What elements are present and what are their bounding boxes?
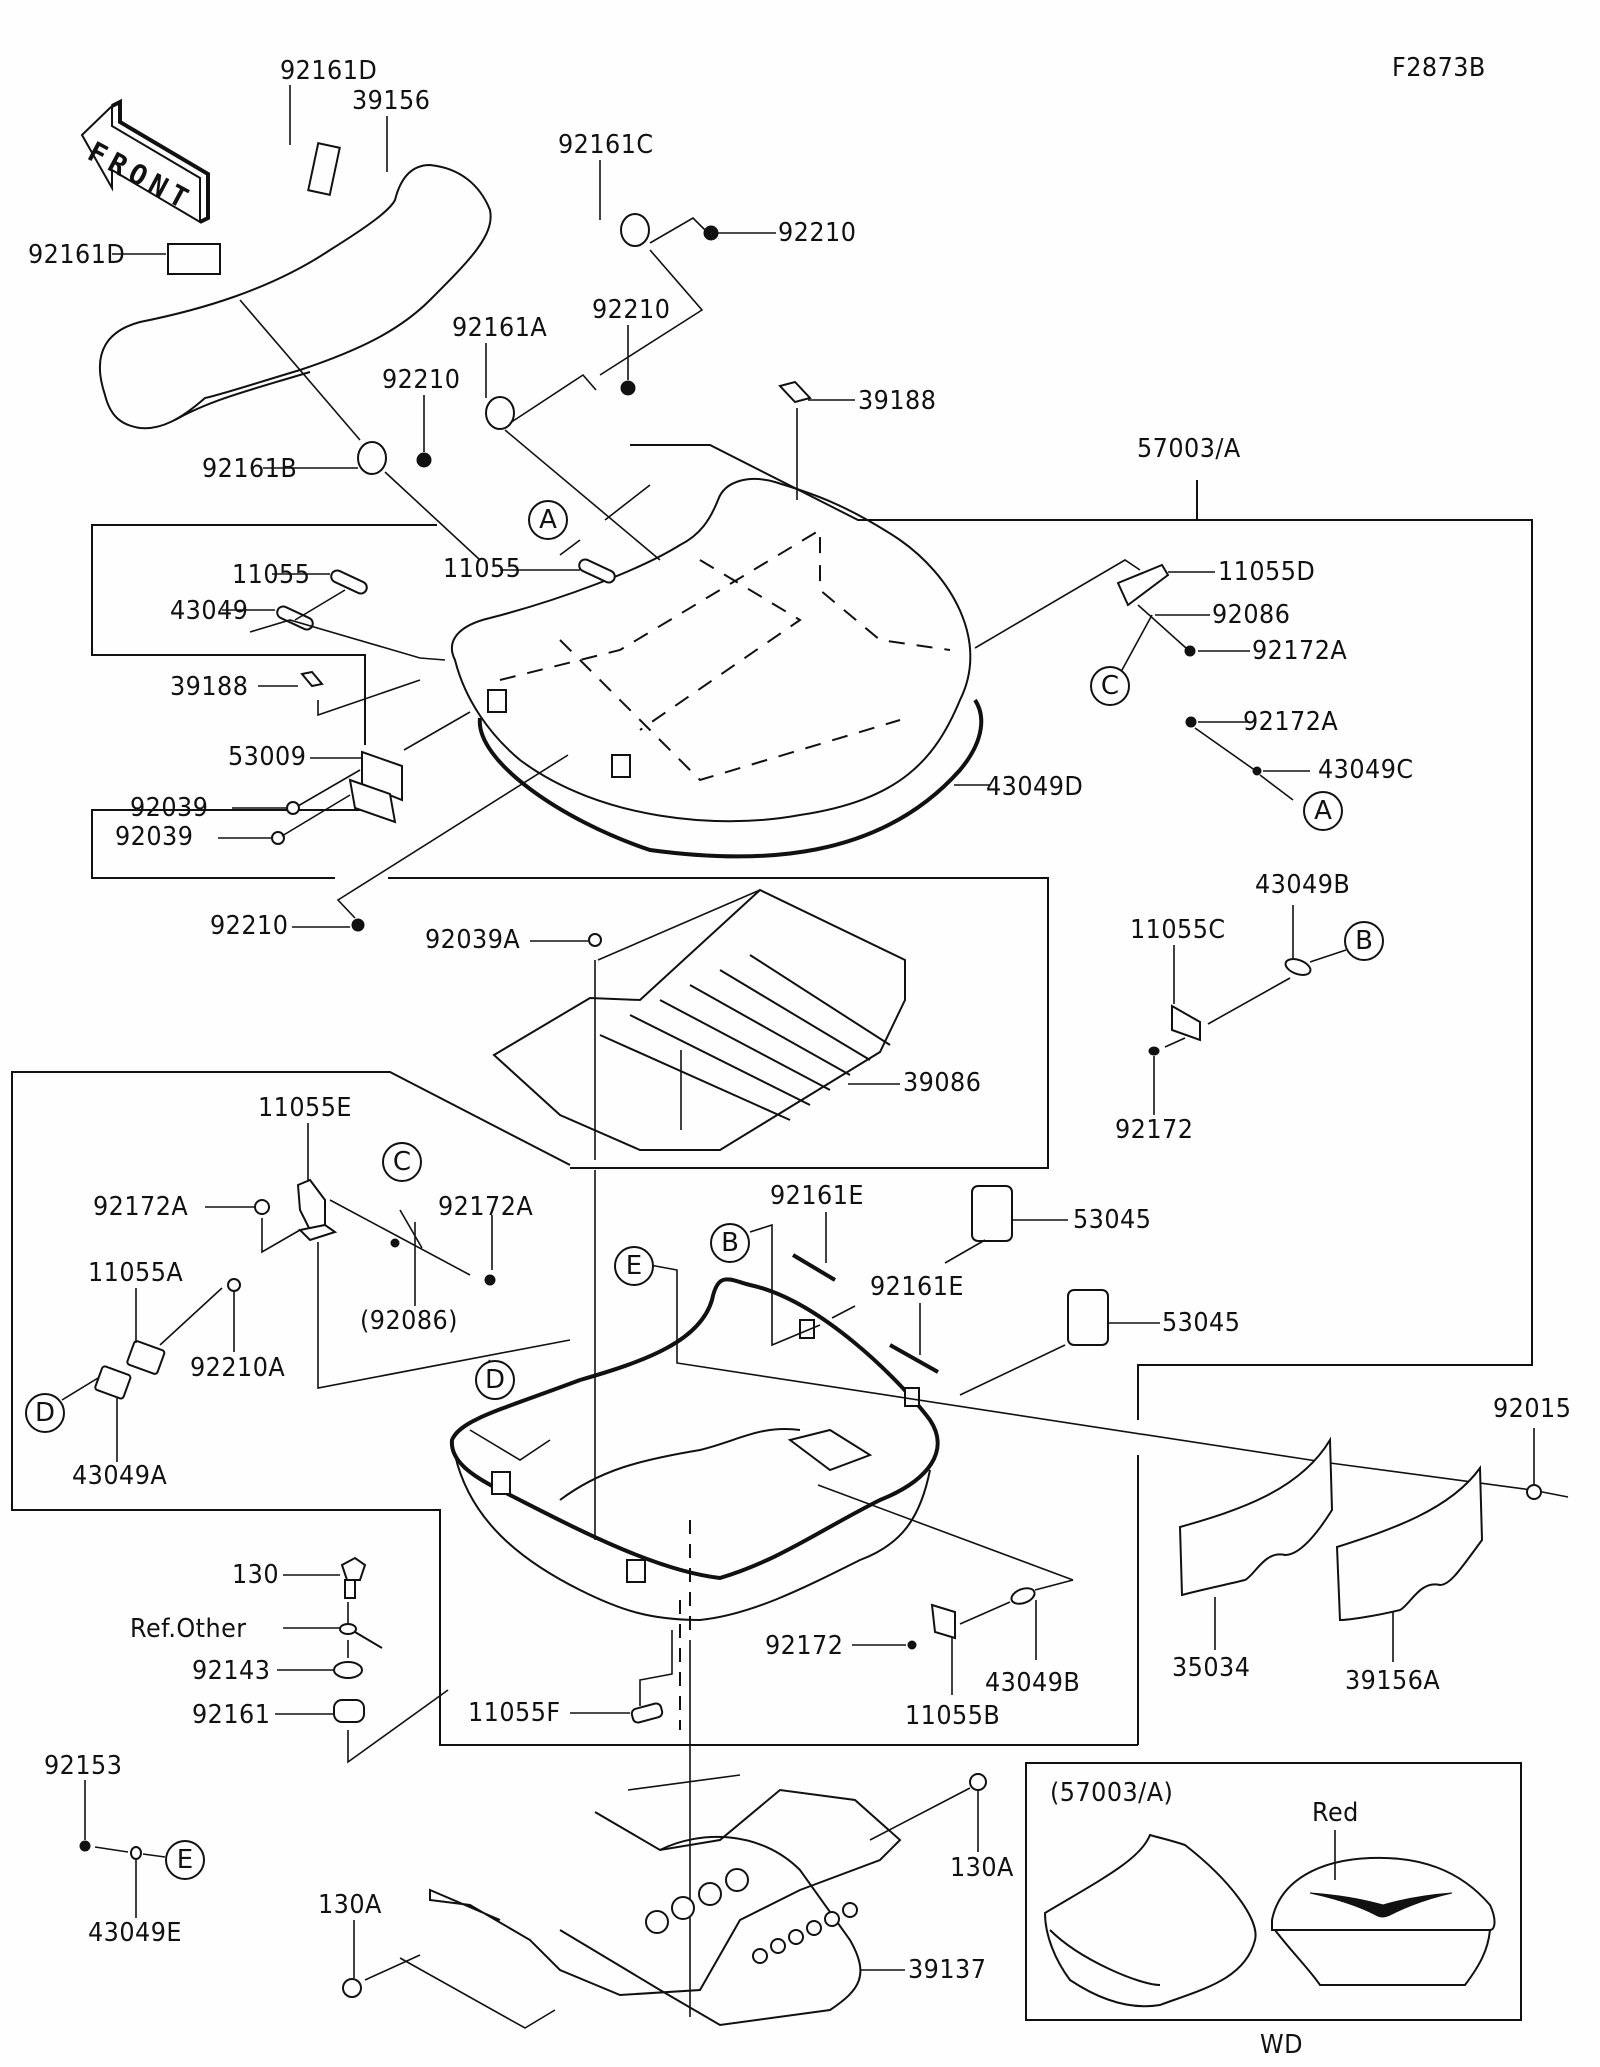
part-label[interactable]: 92172 [765,1631,844,1661]
part-label[interactable]: 11055D [1218,557,1316,587]
reference-mark-e: E [614,1246,654,1286]
latch-53045-lower [1067,1289,1109,1346]
damper-92161C [599,160,776,376]
part-label[interactable]: 92210A [190,1353,286,1383]
variant-box-caption: WD [1260,2030,1303,2060]
part-label[interactable]: 35034 [1172,1653,1251,1683]
part-label[interactable]: 92161B [202,454,298,484]
seat-pad-39156 [99,163,492,430]
part-label[interactable]: 92161C [558,130,654,160]
part-label[interactable]: 53045 [1162,1308,1241,1338]
part-label[interactable]: 39137 [908,1955,987,1985]
part-label[interactable]: 92039 [115,822,194,852]
reference-mark-d: D [25,1393,65,1433]
rubber-block-92161D-left [167,243,221,275]
reference-mark-e: E [165,1840,205,1880]
part-label[interactable]: 92210 [382,365,461,395]
case-illustration-open [1043,1833,1257,2008]
reference-mark-b: B [710,1223,750,1263]
part-label[interactable]: 11055E [258,1093,352,1123]
variant-color-note: Red [1312,1798,1359,1828]
part-label[interactable]: 92161E [870,1272,964,1302]
part-label[interactable]: 130A [950,1853,1014,1883]
part-label[interactable]: 39086 [903,1068,982,1098]
front-arrow-icon [80,98,210,224]
variant-box-frame [1025,1762,1522,2021]
part-label[interactable]: (92086) [360,1306,458,1336]
reference-mark-c: C [1090,666,1130,706]
part-label[interactable]: 39156 [352,86,431,116]
part-label[interactable]: 92153 [44,1751,123,1781]
part-label[interactable]: 53045 [1073,1205,1152,1235]
damper-92161B [239,299,481,561]
part-label[interactable]: 92039 [130,793,209,823]
part-label[interactable]: 43049B [985,1668,1081,1698]
part-label[interactable]: 43049 [170,596,249,626]
part-label[interactable]: 130A [318,1890,382,1920]
part-label[interactable]: 92086 [1212,600,1291,630]
reference-mark-b: B [1344,921,1384,961]
part-label[interactable]: 11055F [468,1698,561,1728]
part-label[interactable]: 92172A [93,1192,189,1222]
part-label[interactable]: 92172A [1243,707,1339,737]
top-case-lid [450,478,990,859]
part-label[interactable]: 11055 [232,560,311,590]
rubber-block-92161D-top [307,142,341,196]
part-label[interactable]: 43049A [72,1461,168,1491]
part-label[interactable]: 39156A [1345,1666,1441,1696]
part-label[interactable]: 92161 [192,1700,271,1730]
part-label[interactable]: Ref.Other [130,1614,247,1644]
part-label[interactable]: 57003/A [1137,434,1241,464]
hinge-53009 [218,711,471,845]
part-label[interactable]: 53009 [228,742,307,772]
part-label[interactable]: 11055B [905,1701,1001,1731]
mat-39086 [492,888,906,1160]
reference-mark-a: A [1303,791,1343,831]
reference-mark-c: C [382,1142,422,1182]
part-label[interactable]: 92210 [592,295,671,325]
part-label[interactable]: 92039A [425,925,521,955]
case-illustration-closed-red [1271,1830,1496,1986]
clip-92039A [588,933,602,947]
part-label[interactable]: 130 [232,1560,280,1590]
part-label[interactable]: 92015 [1493,1394,1572,1424]
part-label[interactable]: 92172 [1115,1115,1194,1145]
stay-11055D [974,559,1310,801]
part-label[interactable]: 92161D [28,240,126,270]
part-label[interactable]: 39188 [170,672,249,702]
carrier-rack-39137 [399,1774,905,2029]
damper-92161A [485,325,661,561]
diagram-code: F2873B [1392,53,1486,83]
part-label[interactable]: 11055A [88,1258,184,1288]
reference-mark-d: D [475,1360,515,1400]
stay-11055E [205,1123,571,1389]
part-label[interactable]: 92210 [210,911,289,941]
part-label[interactable]: 92172A [1252,636,1348,666]
part-label[interactable]: 92143 [192,1656,271,1686]
part-label[interactable]: 43049C [1318,755,1414,785]
mount-stack [275,1556,449,1764]
part-label[interactable]: 92161D [280,56,378,86]
part-label[interactable]: 43049E [88,1918,182,1948]
part-label[interactable]: 11055C [1130,915,1226,945]
part-label[interactable]: 92161E [770,1181,864,1211]
latch-53045-upper [971,1185,1013,1242]
part-label[interactable]: 43049B [1255,870,1351,900]
part-label[interactable]: 92161A [452,313,548,343]
panel-35034 [1178,1436,1334,1597]
part-label[interactable]: 11055 [443,554,522,584]
lower-case-body [449,1277,940,2017]
part-label[interactable]: 92172A [438,1192,534,1222]
panel-39156A [1335,1464,1484,1622]
reference-mark-a: A [528,500,568,540]
part-label[interactable]: 39188 [858,386,937,416]
part-label[interactable]: 43049D [986,772,1084,802]
part-label[interactable]: 92210 [778,218,857,248]
variant-box-title: (57003/A) [1050,1778,1174,1808]
